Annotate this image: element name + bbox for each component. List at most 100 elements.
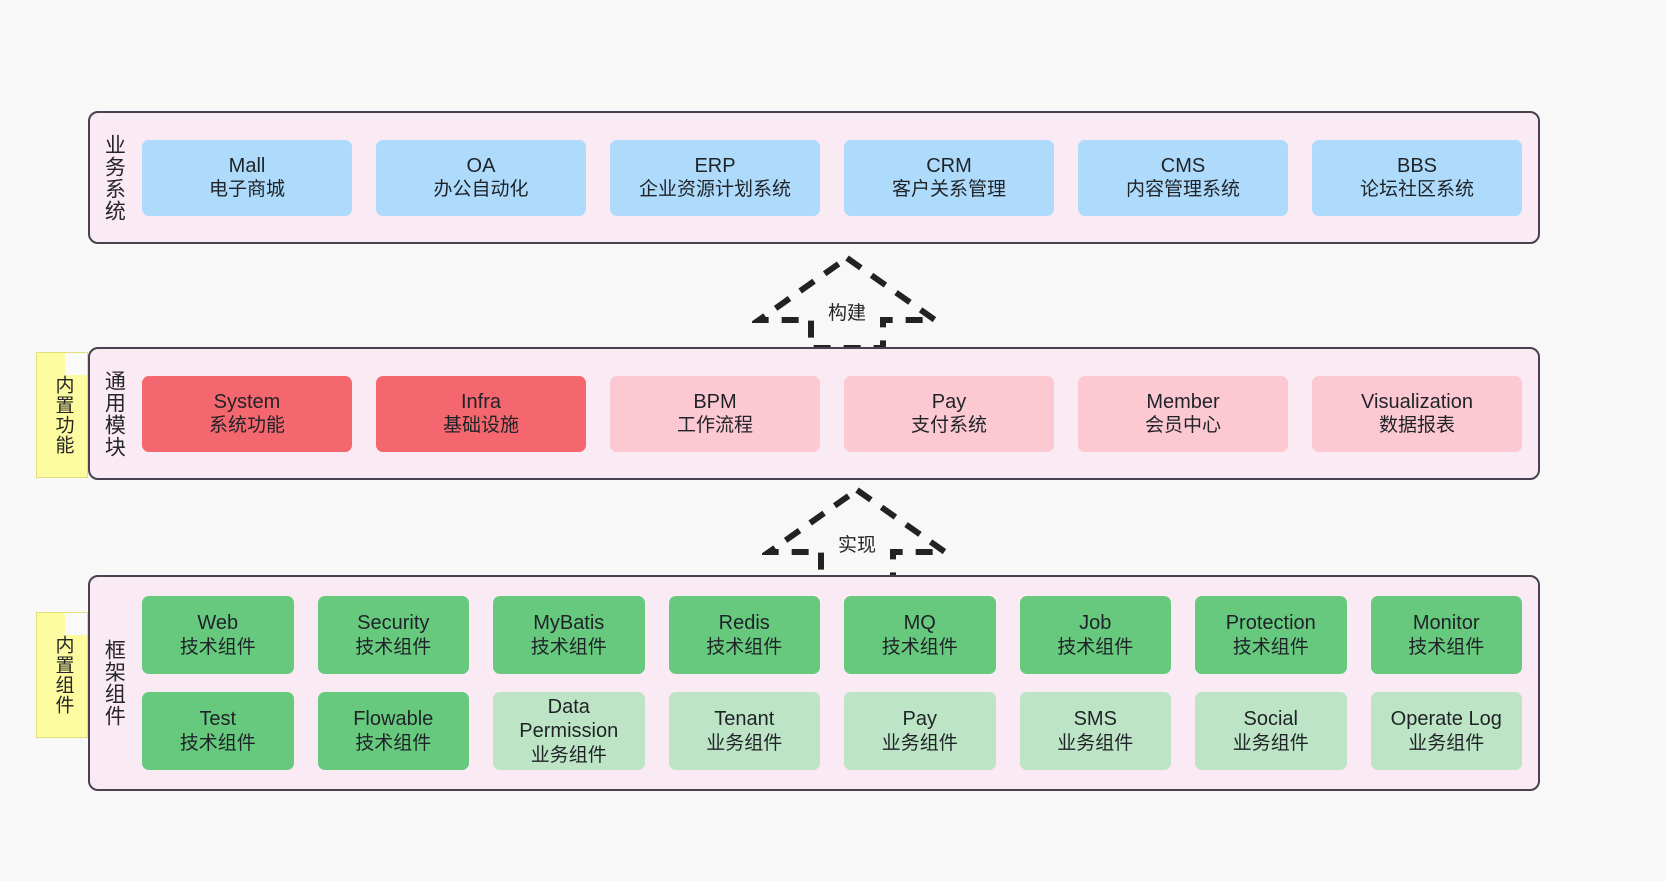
box-crm-desc: 客户关系管理 [891, 179, 1006, 201]
layer-framework-components-body: Web 技术组件 Security 技术组件 MyBatis 技术组件 Redi… [136, 577, 1538, 789]
box-social-name: Social [1243, 708, 1298, 731]
box-monitor[interactable]: Monitor 技术组件 [1370, 596, 1522, 674]
box-bpm[interactable]: BPM 工作流程 [610, 375, 820, 452]
box-sms-desc: 业务组件 [1057, 732, 1134, 754]
box-oa-desc: 办公自动化 [433, 179, 529, 201]
box-social[interactable]: Social 业务组件 [1195, 692, 1347, 770]
note-builtin-functions: 内置功能 [36, 352, 88, 478]
box-data-permission[interactable]: Data Permission 业务组件 [493, 692, 645, 770]
implement-arrow-outline [762, 486, 952, 583]
connector-implement: 实现 [762, 484, 952, 584]
box-job-desc: 技术组件 [1057, 636, 1134, 658]
note-builtin-functions-label: 内置功能 [52, 375, 74, 455]
box-redis-name: Redis [718, 612, 770, 635]
box-tenant-desc: 业务组件 [706, 732, 783, 754]
box-mall-name: Mall [228, 154, 266, 177]
box-cms-name: CMS [1160, 154, 1206, 177]
box-test-name: Test [199, 708, 237, 731]
box-crm[interactable]: CRM 客户关系管理 [844, 139, 1054, 216]
box-job[interactable]: Job 技术组件 [1019, 596, 1171, 674]
box-tenant-name: Tenant [714, 708, 775, 731]
box-member-name: Member [1146, 390, 1220, 413]
box-mybatis-name: MyBatis [533, 612, 605, 635]
box-sms-name: SMS [1073, 708, 1117, 731]
box-visualization-name: Visualization [1361, 390, 1473, 413]
box-infra-desc: 基础设施 [442, 415, 519, 437]
box-mq-desc: 技术组件 [881, 636, 958, 658]
box-operate-log-name: Operate Log [1390, 708, 1502, 731]
box-operate-log[interactable]: Operate Log 业务组件 [1370, 692, 1522, 770]
box-redis-desc: 技术组件 [706, 636, 783, 658]
box-pay-module-name: Pay [931, 390, 967, 413]
layer-business-system: 业务系统 Mall 电子商城 OA 办公自动化 ERP 企业资源计划系统 CRM… [88, 111, 1540, 244]
box-bbs[interactable]: BBS 论坛社区系统 [1312, 139, 1522, 216]
box-erp[interactable]: ERP 企业资源计划系统 [610, 139, 820, 216]
box-sms[interactable]: SMS 业务组件 [1019, 692, 1171, 770]
box-web-desc: 技术组件 [179, 636, 256, 658]
box-security-desc: 技术组件 [355, 636, 432, 658]
box-monitor-desc: 技术组件 [1408, 636, 1485, 658]
box-pay-module-desc: 支付系统 [910, 415, 987, 437]
box-protection-desc: 技术组件 [1232, 636, 1309, 658]
box-job-name: Job [1079, 612, 1112, 635]
box-visualization-desc: 数据报表 [1378, 415, 1455, 437]
box-pay-component[interactable]: Pay 业务组件 [844, 692, 996, 770]
box-infra-name: Infra [460, 390, 502, 413]
box-mybatis-desc: 技术组件 [530, 636, 607, 658]
box-pay-component-name: Pay [902, 708, 937, 731]
box-security[interactable]: Security 技术组件 [317, 596, 469, 674]
box-visualization[interactable]: Visualization 数据报表 [1312, 375, 1522, 452]
framework-row-tech: Web 技术组件 Security 技术组件 MyBatis 技术组件 Redi… [142, 596, 1522, 674]
connector-build: 构建 [752, 252, 942, 352]
box-redis[interactable]: Redis 技术组件 [668, 596, 820, 674]
layer-common-modules-body: System 系统功能 Infra 基础设施 BPM 工作流程 Pay 支付系统… [136, 349, 1538, 478]
box-crm-name: CRM [926, 154, 972, 177]
framework-row-biz: Test 技术组件 Flowable 技术组件 Data Permission … [142, 692, 1522, 770]
box-infra[interactable]: Infra 基础设施 [376, 375, 586, 452]
box-mybatis[interactable]: MyBatis 技术组件 [493, 596, 645, 674]
box-oa[interactable]: OA 办公自动化 [376, 139, 586, 216]
box-member[interactable]: Member 会员中心 [1078, 375, 1288, 452]
box-operate-log-desc: 业务组件 [1408, 732, 1485, 754]
box-flowable-desc: 技术组件 [355, 732, 432, 754]
box-member-desc: 会员中心 [1144, 415, 1221, 437]
box-system-desc: 系统功能 [208, 415, 285, 437]
box-mq[interactable]: MQ 技术组件 [844, 596, 996, 674]
box-monitor-name: Monitor [1412, 612, 1480, 635]
modules-row: System 系统功能 Infra 基础设施 BPM 工作流程 Pay 支付系统… [142, 375, 1522, 452]
box-social-desc: 业务组件 [1232, 732, 1309, 754]
note-builtin-components: 内置组件 [36, 612, 88, 738]
box-data-permission-name: Data Permission [519, 696, 619, 743]
box-system-name: System [213, 390, 281, 413]
layer-framework-components-title: 框架组件 [102, 639, 126, 727]
layer-common-modules: 通用模块 System 系统功能 Infra 基础设施 BPM 工作流程 Pay… [88, 347, 1540, 480]
box-mall[interactable]: Mall 电子商城 [142, 139, 352, 216]
box-bbs-name: BBS [1396, 154, 1438, 177]
box-flowable-name: Flowable [353, 708, 434, 731]
box-security-name: Security [357, 612, 430, 635]
box-data-permission-desc: 业务组件 [530, 744, 607, 766]
box-web-name: Web [197, 612, 239, 635]
box-erp-name: ERP [694, 154, 736, 177]
box-pay-component-desc: 业务组件 [881, 732, 958, 754]
layer-common-modules-title: 通用模块 [102, 369, 126, 458]
box-mall-desc: 电子商城 [208, 179, 285, 201]
box-test[interactable]: Test 技术组件 [142, 692, 294, 770]
build-arrow-outline [752, 254, 942, 351]
box-flowable[interactable]: Flowable 技术组件 [317, 692, 469, 770]
box-tenant[interactable]: Tenant 业务组件 [668, 692, 820, 770]
layer-framework-components: 框架组件 Web 技术组件 Security 技术组件 MyBatis 技术组件… [88, 575, 1540, 791]
layer-business-system-body: Mall 电子商城 OA 办公自动化 ERP 企业资源计划系统 CRM 客户关系… [136, 113, 1538, 242]
box-system[interactable]: System 系统功能 [142, 375, 352, 452]
box-bpm-name: BPM [693, 390, 737, 413]
box-cms[interactable]: CMS 内容管理系统 [1078, 139, 1288, 216]
box-pay-module[interactable]: Pay 支付系统 [844, 375, 1054, 452]
box-erp-desc: 企业资源计划系统 [638, 179, 791, 201]
box-web[interactable]: Web 技术组件 [142, 596, 294, 674]
box-cms-desc: 内容管理系统 [1125, 179, 1240, 201]
box-mq-name: MQ [903, 612, 936, 635]
note-builtin-components-label: 内置组件 [52, 635, 74, 715]
box-protection[interactable]: Protection 技术组件 [1195, 596, 1347, 674]
business-row: Mall 电子商城 OA 办公自动化 ERP 企业资源计划系统 CRM 客户关系… [142, 139, 1522, 216]
